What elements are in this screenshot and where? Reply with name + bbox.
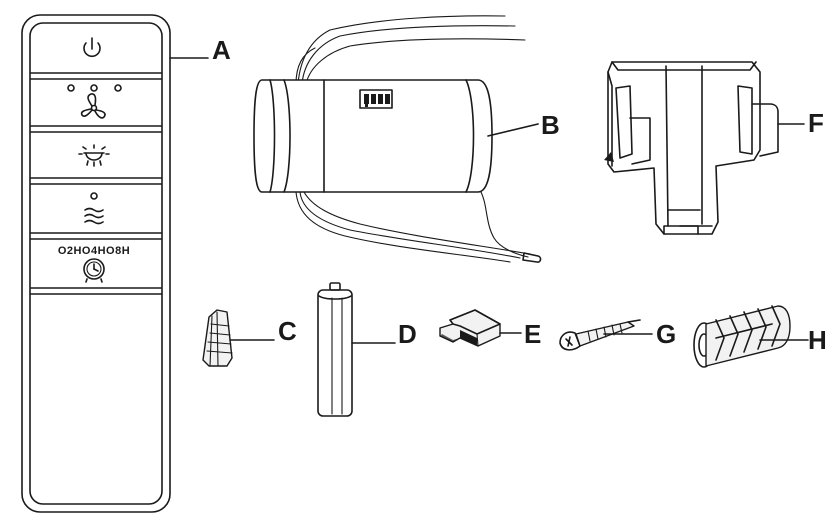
dip-switch (359, 89, 393, 109)
label-f: F (808, 108, 824, 138)
wire-nut (202, 309, 233, 367)
remote-outer-shell (21, 14, 171, 513)
timer-clock-icon (83, 258, 105, 283)
label-a: A (212, 35, 231, 65)
light-icon (78, 144, 110, 167)
label-g: G (656, 319, 676, 349)
wall-anchor (693, 305, 791, 368)
wall-holder (604, 61, 779, 235)
breeze-indicator-dot (90, 192, 98, 200)
power-icon (83, 37, 101, 58)
battery (317, 282, 353, 417)
label-d: D (398, 319, 417, 349)
screw (559, 319, 641, 351)
leader-line-b (487, 123, 539, 137)
label-h: H (808, 325, 827, 355)
remote-inner-face (29, 22, 163, 505)
fan-speed-indicator-dots (67, 84, 122, 92)
label-e: E (524, 319, 541, 349)
receiver-unit (253, 15, 542, 263)
adhesive-pad (439, 309, 501, 347)
fan-icon (80, 93, 106, 119)
label-c: C (278, 316, 297, 346)
breeze-icon (84, 207, 104, 225)
timer-options-text: O2HO4HO8H (58, 245, 130, 257)
remote-control: O2HO4HO8H (21, 14, 171, 513)
label-b: B (541, 110, 560, 140)
